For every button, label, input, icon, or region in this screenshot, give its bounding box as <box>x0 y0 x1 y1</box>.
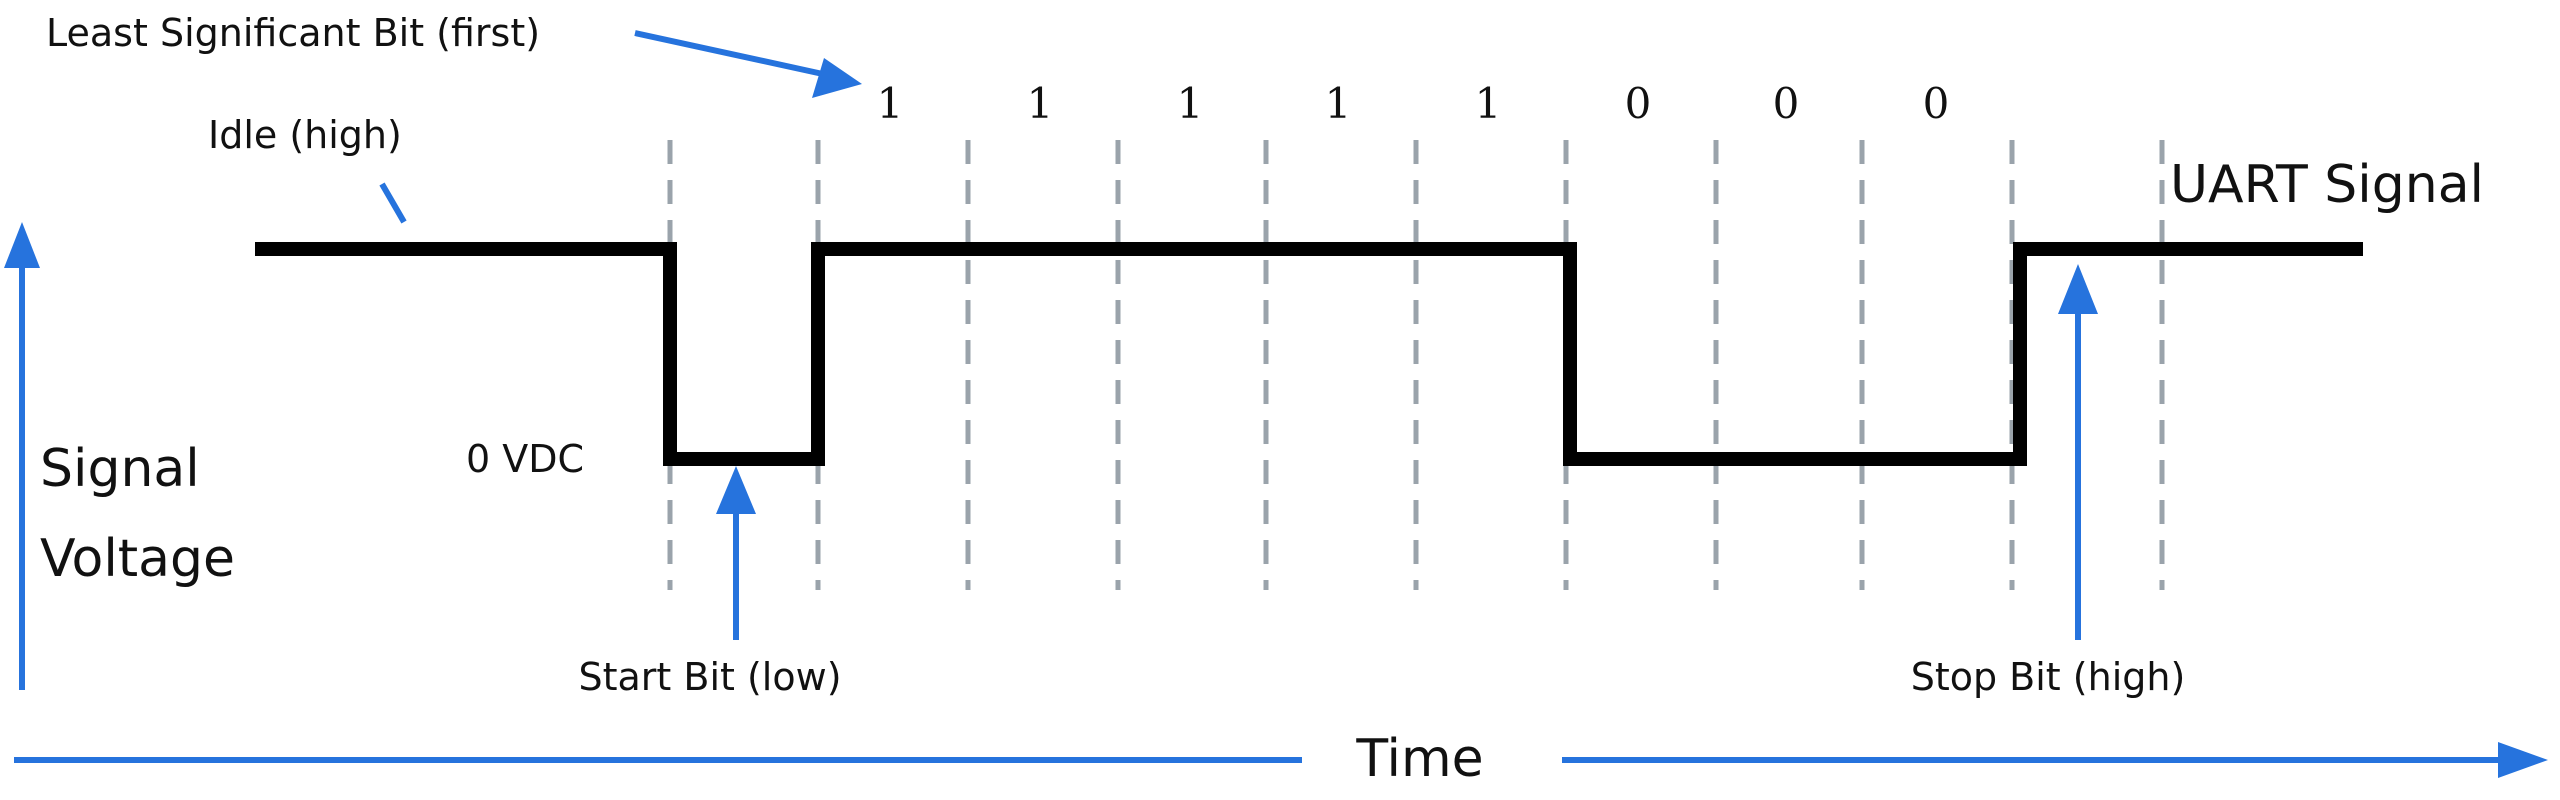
bit-value: 1 <box>1177 79 1204 128</box>
lsb-arrow-icon <box>634 30 862 98</box>
voltage-axis-arrow-icon <box>4 222 40 690</box>
bit-values: 1 1 1 1 1 0 0 0 <box>877 79 1950 128</box>
bit-value: 1 <box>1325 79 1352 128</box>
bit-value: 0 <box>1923 79 1950 128</box>
bit-value: 1 <box>877 79 904 128</box>
bit-boundary-gridlines <box>667 140 2165 590</box>
bit-value: 0 <box>1773 79 1800 128</box>
bit-value: 0 <box>1625 79 1652 128</box>
uart-signal-label: UART Signal <box>2170 155 2484 215</box>
idle-label: Idle (high) <box>208 113 402 157</box>
start-bit-label: Start Bit (low) <box>578 655 841 699</box>
zero-vdc-label: 0 VDC <box>466 437 584 481</box>
bit-value: 1 <box>1027 79 1054 128</box>
lsb-label: Least Significant Bit (first) <box>46 11 540 55</box>
uart-waveform <box>255 242 2363 466</box>
stop-bit-arrow-icon <box>2058 264 2098 640</box>
voltage-label: Voltage <box>40 529 235 589</box>
time-axis-arrow-icon <box>14 742 2548 778</box>
start-bit-arrow-icon <box>716 466 756 640</box>
signal-label: Signal <box>40 439 200 499</box>
bit-value: 1 <box>1475 79 1502 128</box>
idle-pointer <box>379 182 407 224</box>
time-label: Time <box>1355 729 1483 789</box>
stop-bit-label: Stop Bit (high) <box>1911 655 2186 699</box>
